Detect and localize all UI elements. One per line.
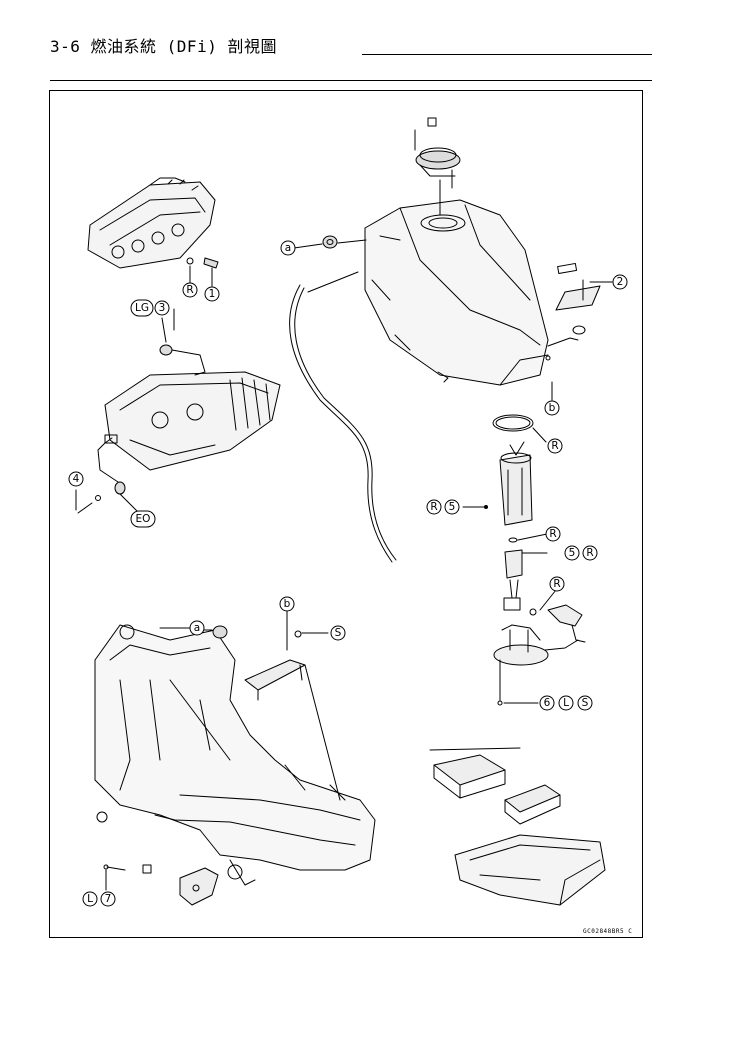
svg-text:b: b bbox=[284, 598, 291, 610]
svg-text:R: R bbox=[186, 284, 193, 296]
callout-7: 7 bbox=[100, 891, 116, 907]
callout-eo: EO bbox=[130, 510, 156, 528]
svg-text:4: 4 bbox=[73, 473, 80, 485]
svg-text:LG: LG bbox=[135, 302, 149, 314]
page-header-title: 3-6 燃油系統 (DFi) 剖視圖 bbox=[50, 37, 277, 56]
callout-r-small: R bbox=[545, 526, 561, 542]
speed-sensor-wire bbox=[77, 434, 126, 514]
svg-text:3: 3 bbox=[159, 302, 166, 314]
callout-a-top: a bbox=[280, 240, 296, 256]
tank-bracket-part bbox=[555, 262, 601, 335]
svg-text:L: L bbox=[87, 893, 93, 905]
fuel-hose-part bbox=[289, 284, 397, 563]
crankcase-part bbox=[104, 354, 281, 471]
tank-grommet-part bbox=[322, 235, 338, 249]
fuel-cap-part bbox=[414, 117, 461, 189]
fastener-7-part bbox=[103, 864, 152, 874]
sensor-1-part bbox=[186, 257, 219, 269]
callout-b-frame: b bbox=[279, 596, 295, 612]
pump-o-ring-part bbox=[492, 414, 534, 432]
svg-text:R: R bbox=[430, 501, 437, 513]
callout-r-head: R bbox=[182, 282, 198, 298]
ecu-part bbox=[433, 754, 506, 799]
svg-text:L: L bbox=[563, 697, 569, 709]
svg-text:R: R bbox=[549, 528, 556, 540]
callout-b-tank: b bbox=[544, 400, 560, 416]
callout-6: 6 bbox=[539, 695, 555, 711]
callout-l-seven: L bbox=[82, 891, 98, 907]
callout-l-six: L bbox=[558, 695, 574, 711]
pump-base-plate-part bbox=[493, 624, 579, 666]
callout-r-right: R bbox=[582, 545, 598, 561]
svg-text:6: 6 bbox=[544, 697, 551, 709]
callout-a-frame: a bbox=[189, 620, 205, 636]
callout-3: 3 bbox=[154, 300, 170, 316]
callout-lg: LG bbox=[130, 299, 154, 317]
callout-1: 1 bbox=[204, 286, 220, 302]
frame-bracket-part bbox=[244, 630, 306, 701]
fuel-tank-part bbox=[364, 199, 551, 386]
svg-text:7: 7 bbox=[105, 893, 112, 905]
callout-s-frame: S bbox=[330, 625, 346, 641]
svg-text:S: S bbox=[582, 697, 589, 709]
svg-text:1: 1 bbox=[209, 288, 216, 300]
ecu-tray-part bbox=[454, 834, 606, 906]
fuel-pump-part bbox=[499, 441, 533, 526]
callout-r-o-ring: R bbox=[547, 438, 563, 454]
sensor-3-part bbox=[159, 344, 173, 356]
pump-motor-part bbox=[503, 537, 523, 611]
callout-5-right: 5 bbox=[564, 545, 580, 561]
mount-plate-part bbox=[179, 867, 219, 906]
header-rule-short bbox=[362, 54, 652, 55]
svg-text:R: R bbox=[551, 440, 558, 452]
callout-r-left: R bbox=[426, 499, 442, 515]
frame-grommet-part bbox=[212, 625, 228, 639]
svg-text:S: S bbox=[335, 627, 342, 639]
callout-r-clip: R bbox=[549, 576, 565, 592]
callout-4: 4 bbox=[68, 471, 84, 487]
ecu-bracket-part bbox=[504, 784, 561, 825]
frame-part bbox=[94, 624, 376, 886]
callout-s-six: S bbox=[577, 695, 593, 711]
svg-text:2: 2 bbox=[617, 276, 624, 288]
svg-text:R: R bbox=[586, 547, 593, 559]
svg-text:5: 5 bbox=[449, 501, 456, 513]
callout-5-left: 5 bbox=[444, 499, 460, 515]
svg-text:R: R bbox=[553, 578, 560, 590]
svg-text:5: 5 bbox=[569, 547, 576, 559]
svg-text:a: a bbox=[194, 622, 200, 634]
cylinder-head-part bbox=[87, 177, 216, 269]
filter-part bbox=[529, 604, 586, 643]
callout-2: 2 bbox=[612, 274, 628, 290]
figure-code: GC02848BR5 C bbox=[583, 928, 633, 935]
svg-text:a: a bbox=[285, 242, 291, 254]
header-rule-long bbox=[50, 80, 652, 81]
svg-text:b: b bbox=[549, 402, 556, 414]
svg-text:EO: EO bbox=[136, 513, 151, 525]
